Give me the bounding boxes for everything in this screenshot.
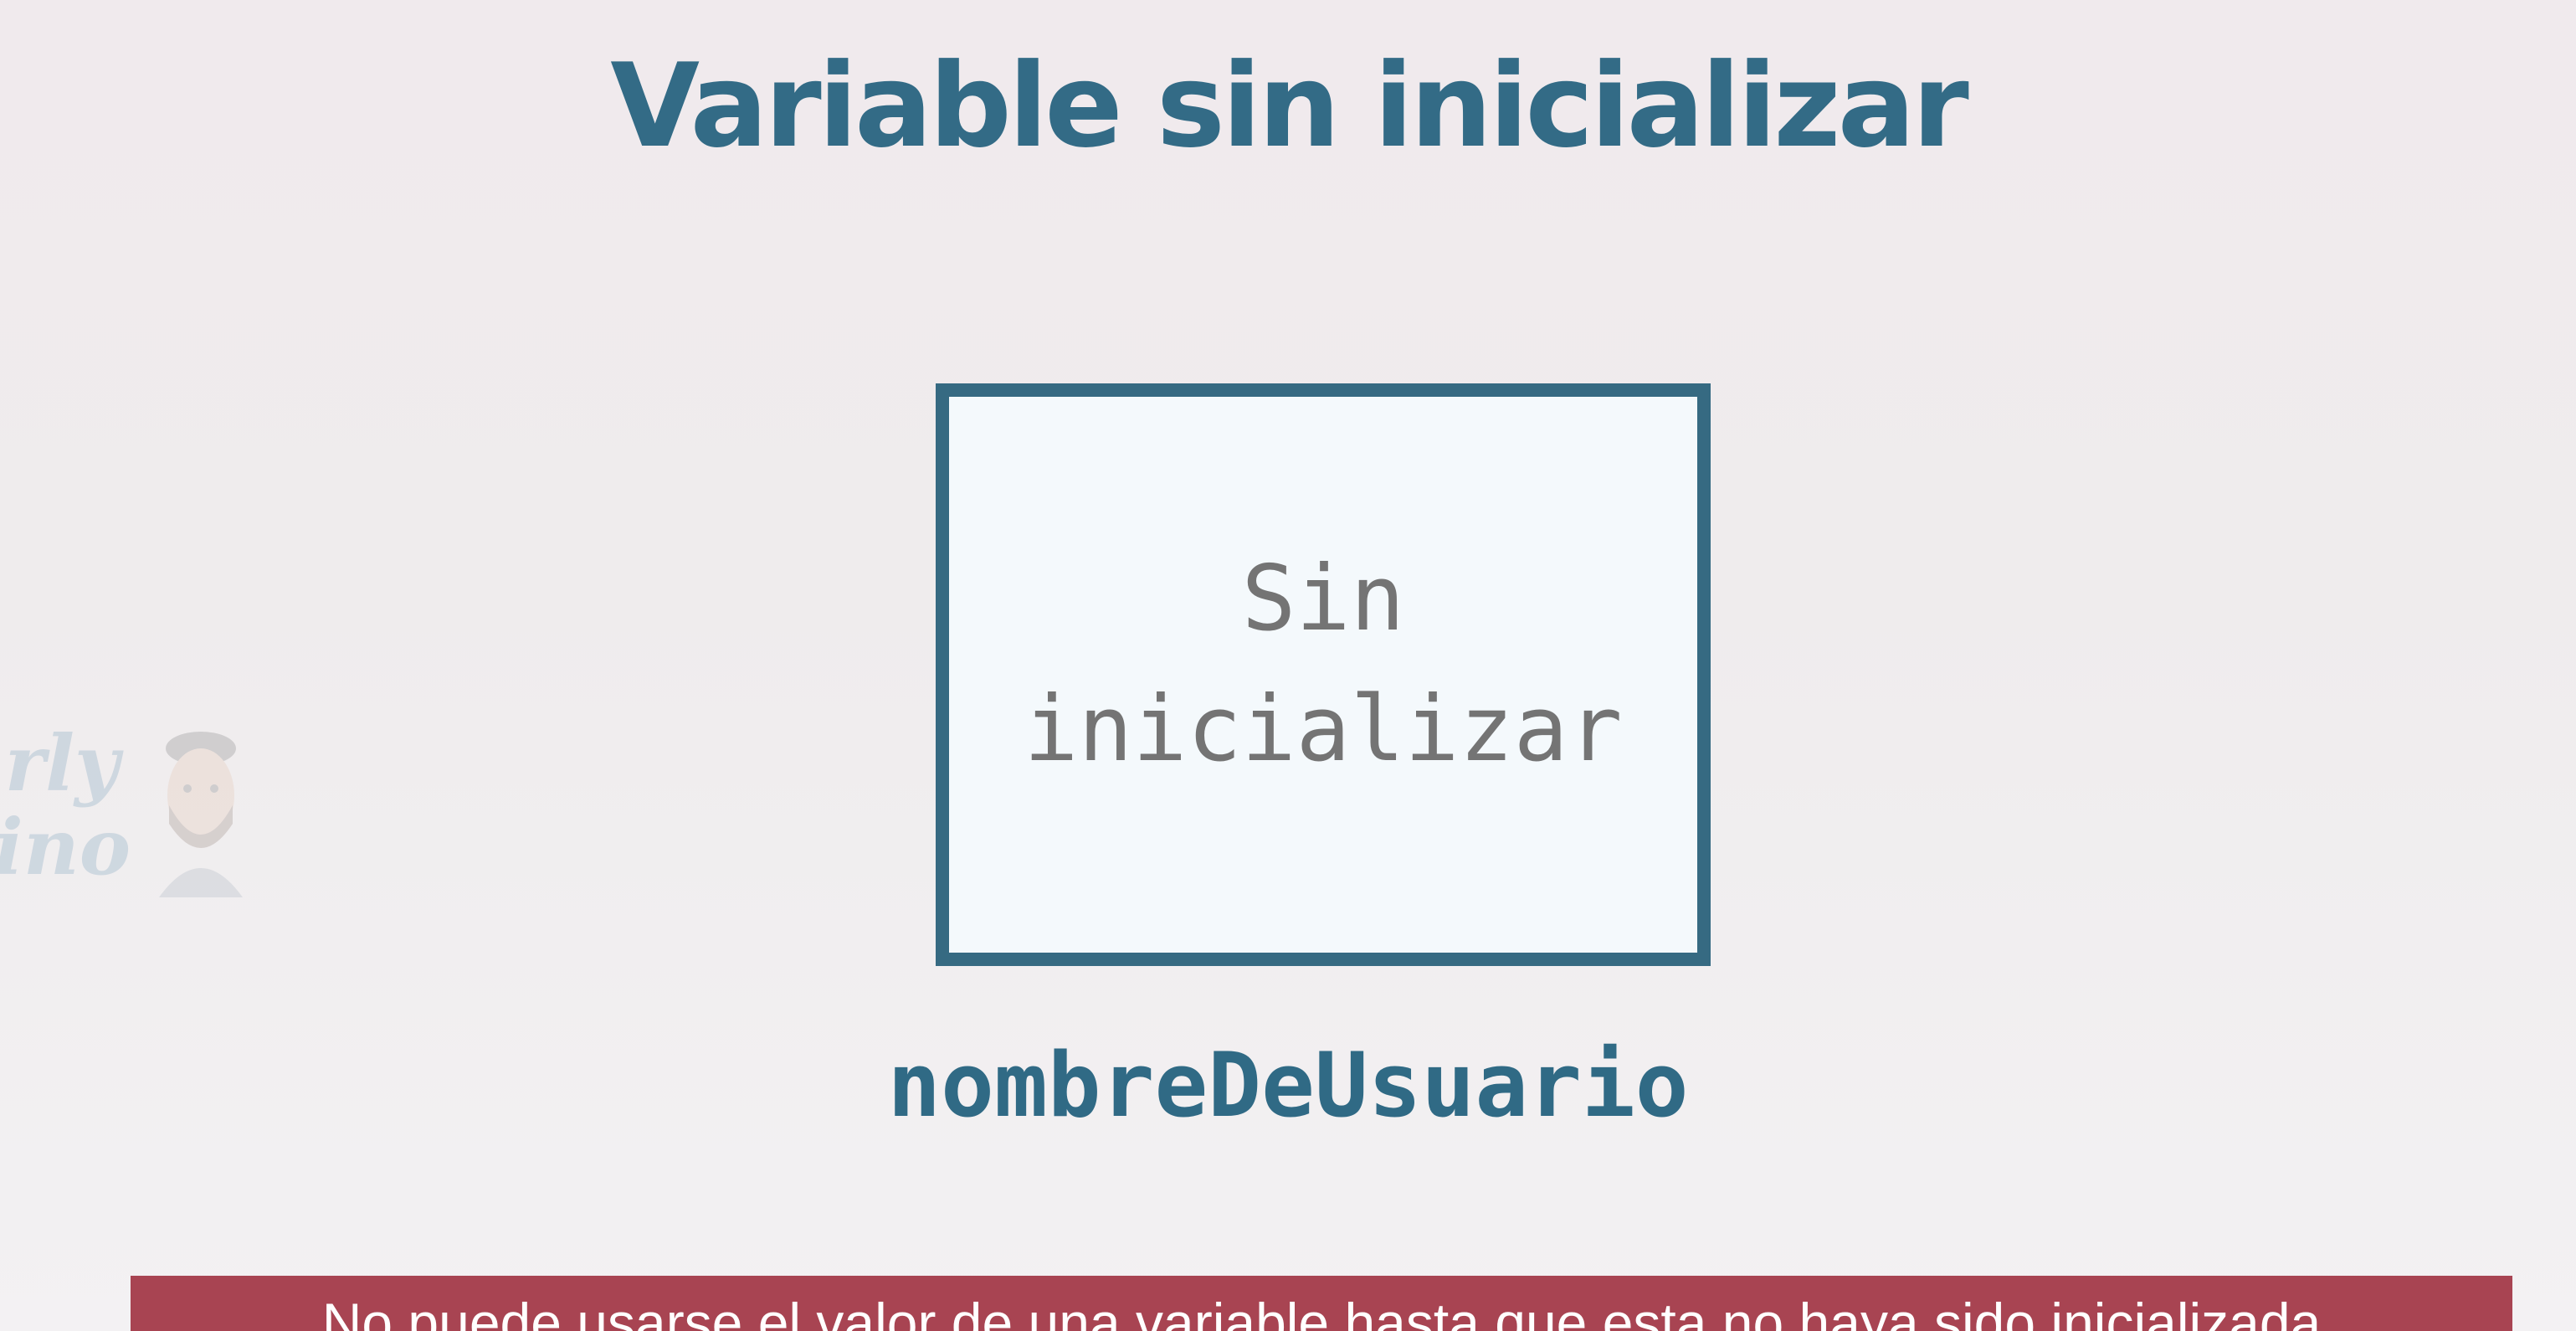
watermark-line-1: arly xyxy=(0,718,120,809)
variable-value-label: Sin inicializar xyxy=(949,534,1697,795)
channel-watermark: arly nino xyxy=(0,722,285,906)
caption-bar: No puede usarse el valor de una variable… xyxy=(131,1276,2512,1331)
slide-title: Variable sin inicializar xyxy=(610,39,1969,173)
watermark-line-2: nino xyxy=(0,802,131,892)
value-line-1: Sin xyxy=(1241,547,1405,651)
value-line-2: inicializar xyxy=(1024,677,1623,782)
variable-container-box: Sin inicializar xyxy=(936,383,1711,966)
caption-text: No puede usarse el valor de una variable… xyxy=(321,1292,2322,1331)
watermark-logo-text: arly nino xyxy=(0,722,131,889)
presenter-face-icon xyxy=(159,732,243,897)
variable-name-label: nombreDeUsuario xyxy=(887,1034,1689,1137)
